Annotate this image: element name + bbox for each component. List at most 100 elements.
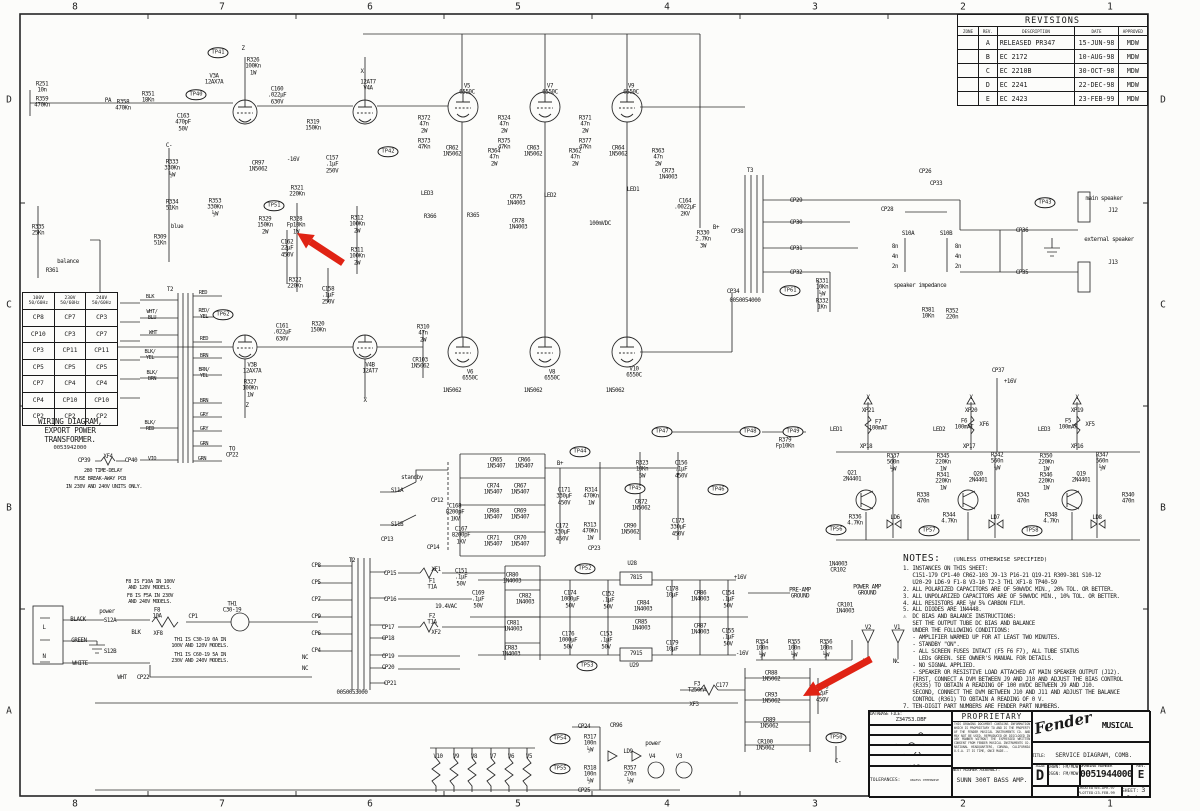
schematic-label: R343 470n [1016, 492, 1030, 505]
schematic-label: CP36 [1015, 227, 1029, 234]
schematic-label: R309 51Kn [153, 234, 167, 247]
cell: MDW [1117, 77, 1149, 92]
dsgn-value: FM/MDW [1063, 770, 1079, 776]
schematic-label: V10 6550C [626, 366, 642, 379]
schematic-label: CP5 [311, 579, 321, 586]
zone-label: D [6, 94, 12, 106]
schematic-label: C171 330µF 450V [556, 487, 572, 507]
cell: D [978, 77, 998, 92]
schematic-label: CR65 1N5407 [486, 457, 506, 470]
note-line: - SPEAKER OR RESISTIVE LOAD ATTACHED AT … [903, 669, 1120, 676]
schematic-label: 12AT7 V4A [360, 79, 376, 92]
zone-label: 8 [72, 1, 78, 13]
schematic-label: XP19 [1070, 407, 1084, 414]
schematic-label: S12B [103, 648, 117, 655]
cell: 23-FEB-99 [1074, 91, 1119, 106]
schematic-label: CP29 [789, 197, 803, 204]
zone-label: B [6, 502, 12, 514]
schematic-label: CR101 1N4003 [835, 602, 855, 615]
proprietary-text: THIS DRAWING DOCUMENT CONTAINS INFORMATI… [954, 722, 1030, 754]
schematic-label: C164 .0022µF 2KV [674, 198, 696, 218]
cell: RELEASED PR347 [996, 35, 1076, 50]
schematic-label: V2 [864, 624, 872, 631]
schematic-label: R337 560n ½W [886, 453, 900, 473]
revisions-header-desc: DESCRIPTION [996, 26, 1076, 36]
testpoint-tp52: TP52 [574, 563, 596, 575]
revisions-header-zone: ZONE [956, 26, 980, 36]
schematic-label: R319 150Kn [305, 119, 321, 132]
cell: CP3 [22, 342, 55, 360]
revisions-table: REVISIONS ZONE REV. DESCRIPTION DATE APP… [956, 14, 1149, 106]
note-line: CONTROL (R361) TO OBTAIN A READING OF 0 … [903, 697, 1045, 704]
testpoint-tp57: TP57 [918, 525, 940, 537]
schematic-label: C169 .1µF 50V [471, 590, 485, 610]
schematic-label: WHT [148, 330, 158, 337]
cell: CP5 [53, 358, 87, 376]
testpoint-tp42: TP42 [377, 146, 399, 158]
schematic-label: F6 100mAT [954, 418, 974, 431]
schematic-label: R350 220Kn 1W [1038, 453, 1054, 473]
schematic-label: R332 1Kn [815, 298, 829, 311]
schematic-label: CR68 1N5407 [483, 508, 503, 521]
schematic-label: V5 6550C [459, 83, 475, 96]
note-line: 4. ALL RESISTORS ARE ¼W 5% CARBON FILM. [903, 600, 1026, 607]
schematic-label: XP17 [962, 443, 976, 450]
schematic-label: XP16 [1070, 443, 1084, 450]
schematic-label: F1 T1A [427, 578, 437, 591]
schematic-label: CP33 [929, 180, 943, 187]
schematic-label: T2 [166, 286, 174, 293]
schematic-label: CP20 [381, 664, 395, 671]
schematic-label: F3 T250mA [687, 681, 707, 694]
testpoint-tp46: TP46 [707, 484, 729, 496]
zone-label: 1 [1107, 798, 1113, 810]
schematic-label: CR96 [609, 722, 623, 729]
schematic-label: R340 470n [1121, 492, 1135, 505]
zone-label: 4 [664, 798, 670, 810]
schematic-label: CR75 1N4003 [506, 194, 526, 207]
testpoint-tp56: TP56 [825, 524, 847, 536]
schematic-label: N [42, 653, 46, 660]
schematic-label: BLK/ YEL [144, 349, 156, 361]
schematic-label: FUSE BREAK-AWAY PCB [74, 476, 126, 483]
schematic-label: 4n [954, 253, 962, 260]
zone-label: 5 [515, 798, 521, 810]
drawn-label: DRWN: [1048, 764, 1061, 769]
schematic-label: R355 100n ½W [787, 639, 801, 659]
schematic-label: PA [104, 97, 112, 104]
schematic-label: -16V [735, 650, 749, 657]
wiring-part-number: 0053942000 [53, 445, 87, 452]
testpoint-tp58: TP58 [1021, 525, 1043, 537]
schematic-label: CR89 1N5062 [759, 717, 779, 730]
schematic-label: C151 .1µF 50V [454, 568, 468, 588]
note-line: C151-179 CP1-40 CR62-103 J9-13 P16-21 Q1… [903, 572, 1101, 579]
schematic-label: power [645, 740, 661, 747]
schematic-label: BLK [131, 629, 141, 636]
zone-label: 2 [960, 798, 966, 810]
schematic-label: CP31 [789, 245, 803, 252]
schematic-label: 1N5062 [523, 387, 543, 394]
schematic-label: external speaker [1084, 236, 1134, 243]
schematic-label: C- [165, 142, 173, 149]
wiring-header: 100V 50/60Hz [22, 292, 55, 310]
schematic-label: R353 330Kn ½W [207, 198, 223, 218]
fender-logo: Fender [1032, 711, 1094, 738]
schematic-label: R318 100n ½W [583, 765, 597, 785]
export-wiring-table: 100V 50/60Hz 230V 50/60Hz 240V 50/60Hz C… [22, 292, 118, 426]
testpoint-tp54: TP54 [549, 733, 571, 745]
schematic-label: Z [241, 45, 245, 52]
schematic-label: GRY [199, 412, 209, 419]
schematic-label: R338 470n [916, 492, 930, 505]
schematic-label: V7 [489, 753, 497, 760]
schematic-label: 1N5062 [605, 387, 625, 394]
title-block: DATABASE FILE: Z34753.DBF CHECKED BY: DA… [868, 710, 1151, 798]
schematic-label: C161 .022µF 630V [272, 323, 292, 343]
schematic-label: Q19 2N4401 [1071, 471, 1091, 484]
schematic-label: CP39 [77, 457, 91, 464]
schematic-label: XF4 [103, 453, 113, 460]
schematic-label: +16V [1003, 378, 1017, 385]
schematic-label: J12 [1108, 207, 1118, 214]
zone-label: A [6, 705, 12, 717]
schematic-label: speaker impedance [893, 282, 947, 289]
